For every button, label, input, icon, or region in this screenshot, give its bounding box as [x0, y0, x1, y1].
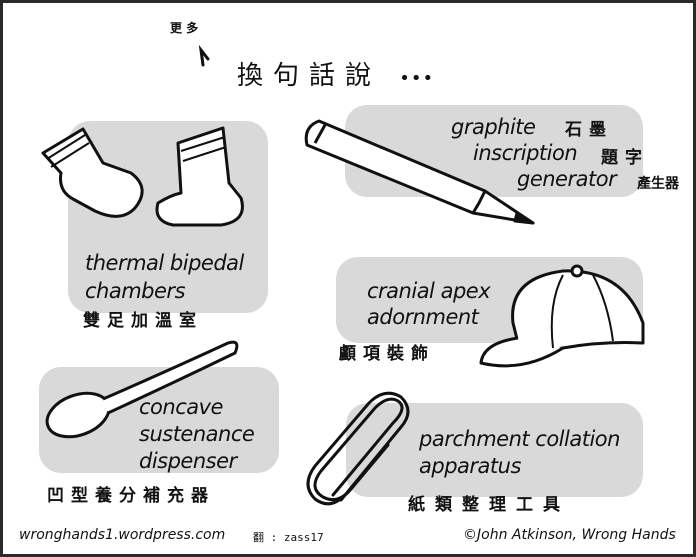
pencil-line-2: inscription: [473, 141, 578, 165]
cap-drawing: [479, 264, 645, 368]
footer-translator: 翻 : zass17: [253, 531, 324, 544]
paperclip-line-2: apparatus: [419, 454, 521, 478]
title-ellipsis: •••: [399, 68, 435, 89]
spoon-line-2: sustenance: [139, 422, 255, 446]
pencil-zh-3: 產生器: [637, 176, 679, 192]
pencil-line-3: generator: [517, 167, 617, 191]
spoon-line-3: dispenser: [139, 449, 237, 473]
pencil-drawing: [304, 119, 535, 225]
paperclip-translation: 紙類整理工具: [408, 495, 570, 515]
cap-line-1: cranial apex: [367, 279, 491, 303]
title-text: 換句話說: [237, 61, 382, 91]
pencil-zh-2: 題字: [601, 148, 649, 168]
pencil-line-1: graphite: [451, 115, 536, 139]
spoon-drawing: [45, 340, 239, 439]
paperclip-line-1: parchment collation: [419, 427, 620, 451]
cap-line-2: adornment: [367, 305, 479, 329]
socks-line-2: chambers: [85, 279, 186, 303]
spoon-translation: 凹型養分補充器: [47, 486, 215, 506]
footer-site: wronghands1.wordpress.com: [19, 527, 226, 543]
arrow-up-icon: [198, 44, 210, 67]
spoon-line-1: concave: [139, 395, 223, 419]
pencil-zh-1: 石墨: [565, 120, 613, 140]
cap-translation: 顱項裝飾: [339, 344, 435, 364]
socks-drawing: [41, 126, 244, 227]
socks-translation: 雙足加溫室: [83, 311, 203, 331]
paperclip-drawing: [306, 391, 410, 506]
more-link[interactable]: 更 多: [170, 21, 199, 35]
socks-line-1: thermal bipedal: [85, 251, 244, 275]
footer-copyright: ©John Atkinson, Wrong Hands: [463, 527, 676, 543]
drawings: [41, 44, 645, 506]
page-title: 換句話說 •••: [237, 55, 434, 92]
